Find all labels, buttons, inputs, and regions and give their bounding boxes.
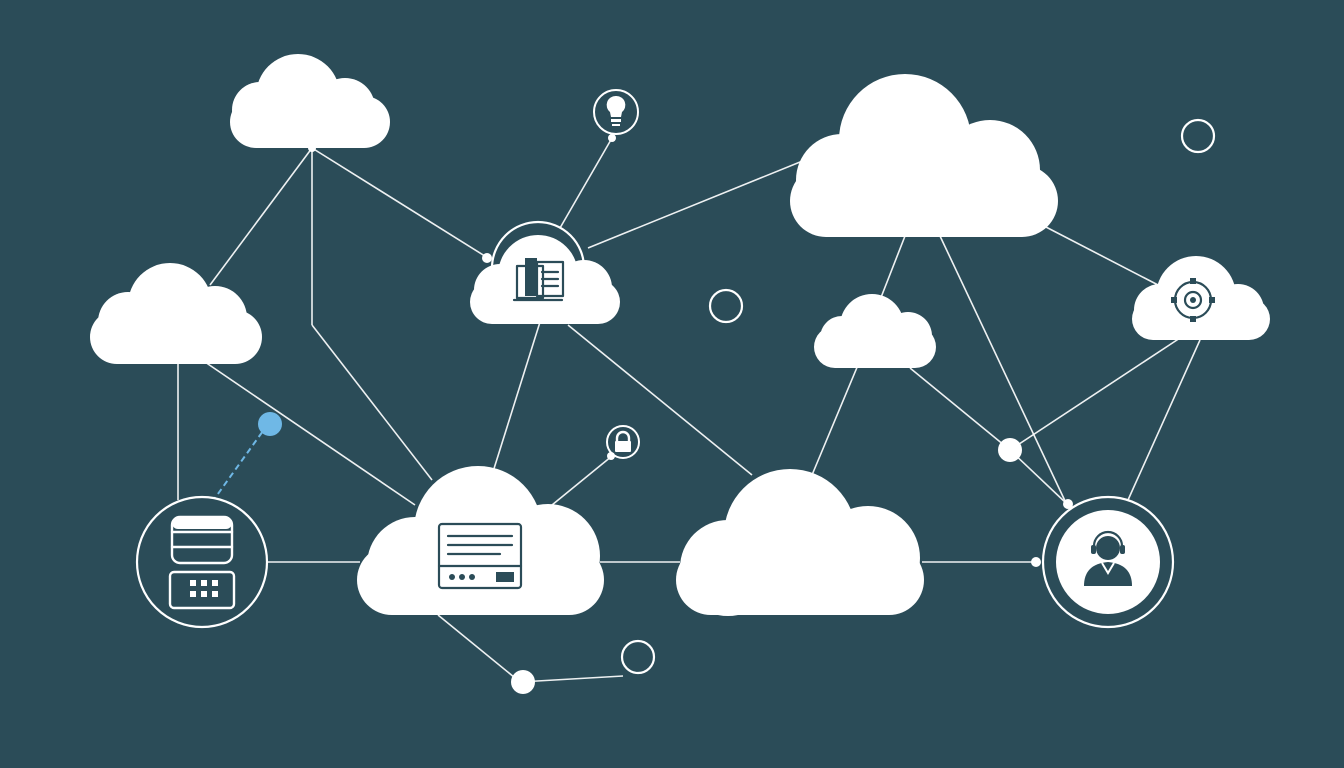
document-halo-ring xyxy=(490,220,586,316)
support-agent-icon xyxy=(1084,530,1132,586)
cloud-large-top-right xyxy=(790,74,1058,237)
database-node-ring xyxy=(135,495,269,629)
node-small-lock xyxy=(607,452,615,460)
support-node-ring xyxy=(1041,495,1175,629)
connection-lines xyxy=(177,137,1201,683)
node-small-topcloud xyxy=(308,144,316,152)
hollow-node-center xyxy=(708,288,744,324)
node-small-right xyxy=(1063,499,1073,509)
keypad-icon xyxy=(168,570,236,610)
node-small-doc xyxy=(482,253,492,263)
node-small-support xyxy=(1031,557,1041,567)
cloud-small-middle-right xyxy=(814,294,936,368)
hollow-node-bottom xyxy=(620,639,656,675)
lightbulb-icon xyxy=(606,95,626,126)
database-icon xyxy=(170,515,234,565)
hollow-node-top-right xyxy=(1180,118,1216,154)
cloud-top-left xyxy=(230,54,390,148)
accent-dashed-link xyxy=(214,423,269,499)
lock-icon xyxy=(615,430,631,452)
cloud-center-right xyxy=(676,469,924,616)
cloud-gear xyxy=(1132,256,1270,340)
node-right-junction xyxy=(998,438,1022,462)
gear-icon xyxy=(1171,278,1215,322)
document-stack-icon xyxy=(512,258,565,302)
node-bottom-left xyxy=(511,670,535,694)
cloud-left xyxy=(90,263,262,364)
node-small-bulb xyxy=(608,134,616,142)
accent-node xyxy=(258,412,282,436)
server-panel-icon xyxy=(437,522,523,590)
